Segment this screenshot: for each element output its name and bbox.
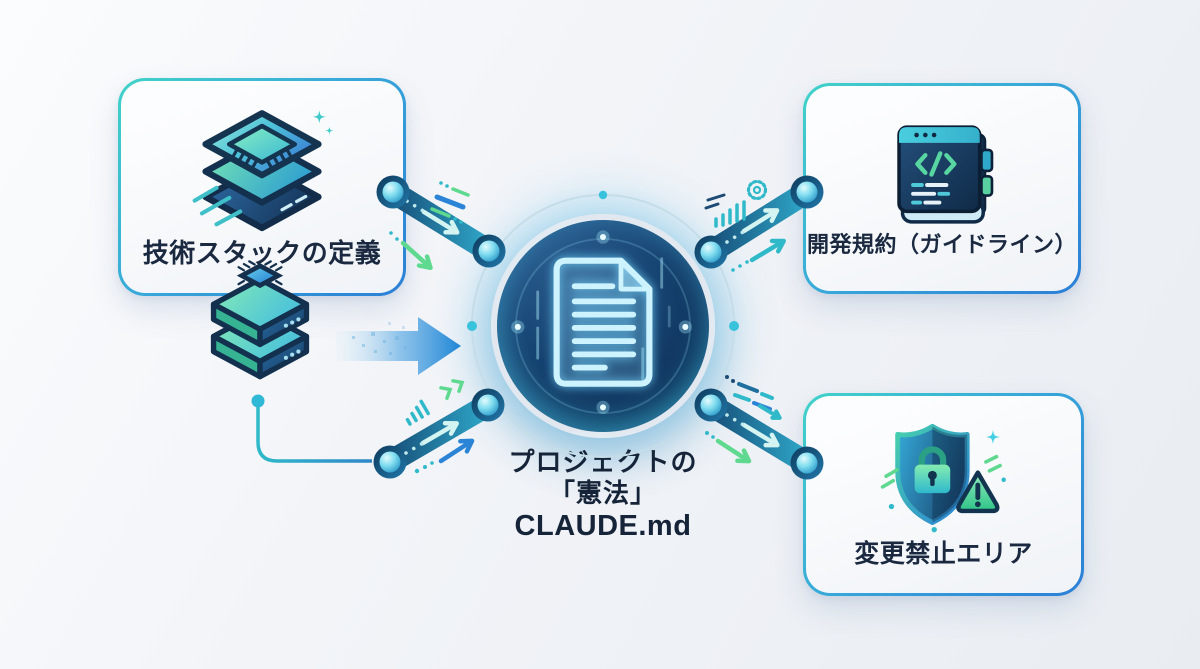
code-book-icon xyxy=(897,125,994,224)
server-stack-icon xyxy=(210,260,310,380)
ring-dot xyxy=(467,321,477,331)
connector-arm-top-left xyxy=(381,180,501,263)
bars-icon xyxy=(714,200,746,228)
tech-stack-label: 技術スタックの定義 xyxy=(142,238,382,269)
connector-arm-top-right xyxy=(699,180,819,264)
code-brackets-icon xyxy=(915,151,957,177)
sparkle-icon xyxy=(325,126,334,135)
accent-dots xyxy=(888,477,1006,533)
node-tech-stack-body: 技術スタックの定義 xyxy=(121,81,403,293)
lock-icon xyxy=(914,446,950,493)
deco-top-right xyxy=(704,179,787,272)
flow-arrow xyxy=(336,317,461,375)
sparkle-icon xyxy=(312,110,326,124)
no-change-label: 変更禁止エリア xyxy=(854,539,1033,568)
alert-triangle-icon xyxy=(955,470,999,513)
center-caption-line1: プロジェクトの xyxy=(508,447,698,477)
node-tech-stack: 技術スタックの定義 xyxy=(118,78,406,296)
gear-icon xyxy=(746,179,768,201)
code-lines xyxy=(911,182,951,205)
glowing-document-icon xyxy=(511,230,692,415)
guidelines-label: 開発規約（ガイドライン） xyxy=(806,231,1077,257)
accent-dashes xyxy=(880,454,1002,489)
chip-icon xyxy=(236,260,284,289)
center-circle xyxy=(491,214,715,438)
sparkle-icon xyxy=(985,429,1000,444)
shield-lock-alert-icon xyxy=(880,423,1006,533)
node-no-change-area: 変更禁止エリア xyxy=(803,393,1084,596)
claude-md-filename: CLAUDE.md xyxy=(514,510,692,542)
ring-dot xyxy=(598,190,608,200)
center-caption: プロジェクトの 「憲法」 CLAUDE.md xyxy=(443,447,763,543)
node-no-change-body: 変更禁止エリア xyxy=(806,396,1081,593)
center-caption-line2: 「憲法」 xyxy=(548,478,657,508)
chip-stack-icon xyxy=(192,110,334,232)
node-guidelines-body: 開発規約（ガイドライン） xyxy=(806,86,1078,291)
pixel-dust xyxy=(352,322,407,355)
node-guidelines: 開発規約（ガイドライン） xyxy=(803,83,1081,294)
joint-circle xyxy=(373,445,407,479)
curved-connector xyxy=(251,394,372,463)
ring-dot xyxy=(729,321,739,331)
document-icon xyxy=(553,257,653,387)
